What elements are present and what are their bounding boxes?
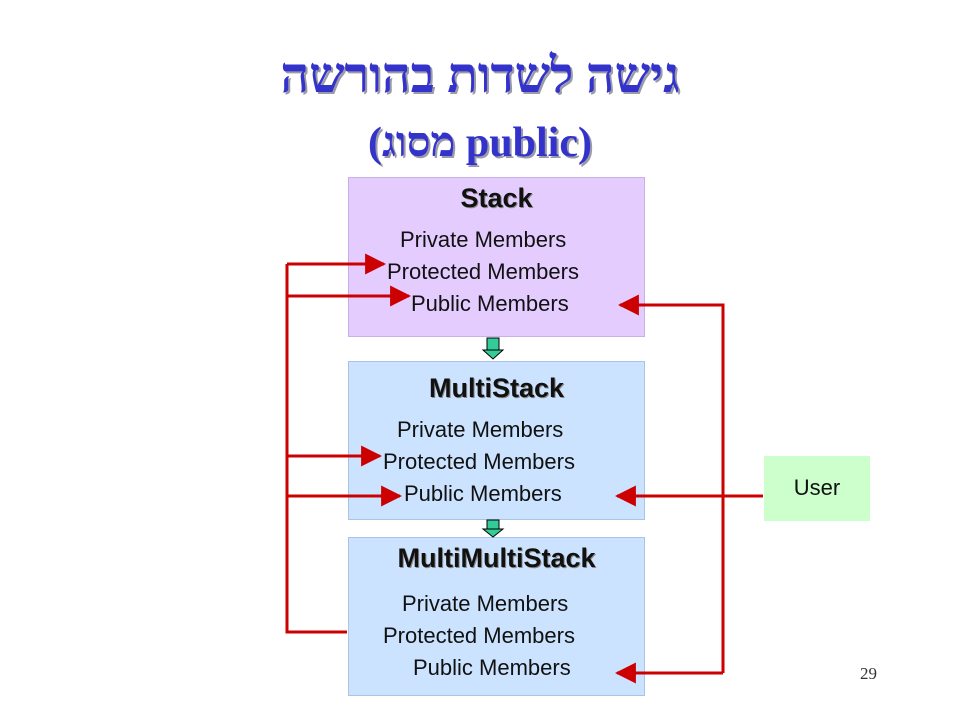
stack-private-members: Private Members	[400, 227, 567, 252]
page-number: 29	[860, 664, 877, 683]
inherit-arrow-multistack-to-multimultistack	[481, 519, 505, 538]
multistack-protected-members: Protected Members	[383, 449, 575, 474]
multistack-class-title: MultiStack	[428, 373, 565, 403]
multimultistack-public-members: Public Members	[413, 655, 571, 680]
user-box: User	[764, 456, 870, 521]
multistack-public-members: Public Members	[404, 481, 562, 506]
stack-class-title: Stack	[460, 183, 533, 213]
user-label: User	[793, 475, 841, 500]
multistack-class-box: MultiStack Private Members Protected Mem…	[348, 361, 645, 520]
right-user-line	[617, 294, 725, 673]
left-access-line	[285, 264, 347, 634]
multimultistack-class-box: MultiMultiStack Private Members Protecte…	[348, 537, 645, 696]
stack-class-box: Stack Private Members Protected Members …	[348, 177, 645, 337]
inherit-arrow-stack-to-multistack	[481, 337, 505, 360]
multimultistack-private-members: Private Members	[402, 591, 569, 616]
slide-subtitle: (public מסוג)	[368, 120, 592, 166]
multimultistack-protected-members: Protected Members	[383, 623, 575, 648]
multistack-private-members: Private Members	[397, 417, 564, 442]
multimultistack-class-title: MultiMultiStack	[397, 543, 596, 573]
slide-title: גישה לשדות בהורשה	[280, 47, 680, 103]
stack-protected-members: Protected Members	[387, 259, 579, 284]
stack-public-members: Public Members	[411, 291, 569, 316]
